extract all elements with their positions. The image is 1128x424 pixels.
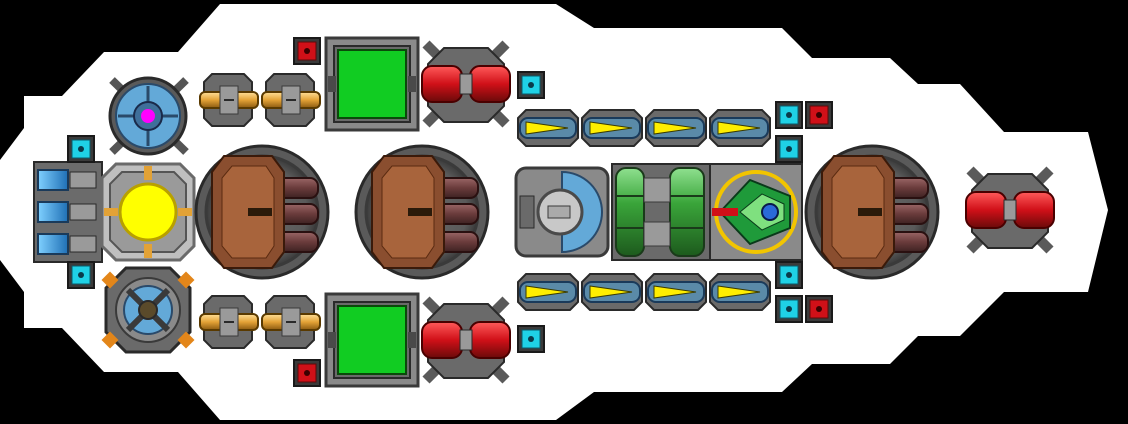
reactor-core[interactable] (100, 162, 196, 262)
fuel-tanks[interactable] (611, 163, 711, 261)
brass-gun[interactable] (261, 295, 321, 349)
cyan-socket[interactable] (775, 295, 803, 323)
red-socket[interactable] (293, 359, 321, 387)
sensor-dome[interactable] (514, 166, 610, 258)
cyan-socket[interactable] (775, 135, 803, 163)
green-module[interactable] (324, 36, 420, 132)
shield-generator[interactable] (108, 76, 189, 156)
brass-gun[interactable] (199, 73, 259, 127)
laser-weapon[interactable] (581, 273, 643, 311)
magenta-core-icon (141, 109, 155, 123)
heavy-turret[interactable] (354, 144, 490, 280)
laser-weapon[interactable] (581, 109, 643, 147)
laser-weapon[interactable] (709, 109, 771, 147)
cyan-socket[interactable] (775, 261, 803, 289)
cyan-socket[interactable] (67, 135, 95, 163)
cyan-socket[interactable] (67, 261, 95, 289)
brass-gun[interactable] (261, 73, 321, 127)
battery-bank[interactable] (33, 161, 103, 263)
red-socket[interactable] (805, 295, 833, 323)
laser-weapon[interactable] (517, 273, 579, 311)
heavy-turret[interactable] (804, 144, 940, 280)
laser-weapon[interactable] (645, 273, 707, 311)
red-socket[interactable] (805, 101, 833, 129)
laser-weapon[interactable] (709, 273, 771, 311)
laser-weapon[interactable] (645, 109, 707, 147)
cyan-socket[interactable] (775, 101, 803, 129)
red-thruster[interactable] (421, 40, 511, 128)
laser-weapon[interactable] (517, 109, 579, 147)
heavy-turret[interactable] (194, 144, 330, 280)
brass-gun[interactable] (199, 295, 259, 349)
ai-core[interactable] (709, 163, 803, 261)
red-socket[interactable] (293, 37, 321, 65)
cyan-socket[interactable] (517, 325, 545, 353)
red-thruster[interactable] (421, 296, 511, 384)
cyan-socket[interactable] (517, 71, 545, 99)
red-thruster[interactable] (965, 166, 1055, 254)
green-module[interactable] (324, 292, 420, 388)
engine-hub[interactable] (101, 266, 195, 354)
